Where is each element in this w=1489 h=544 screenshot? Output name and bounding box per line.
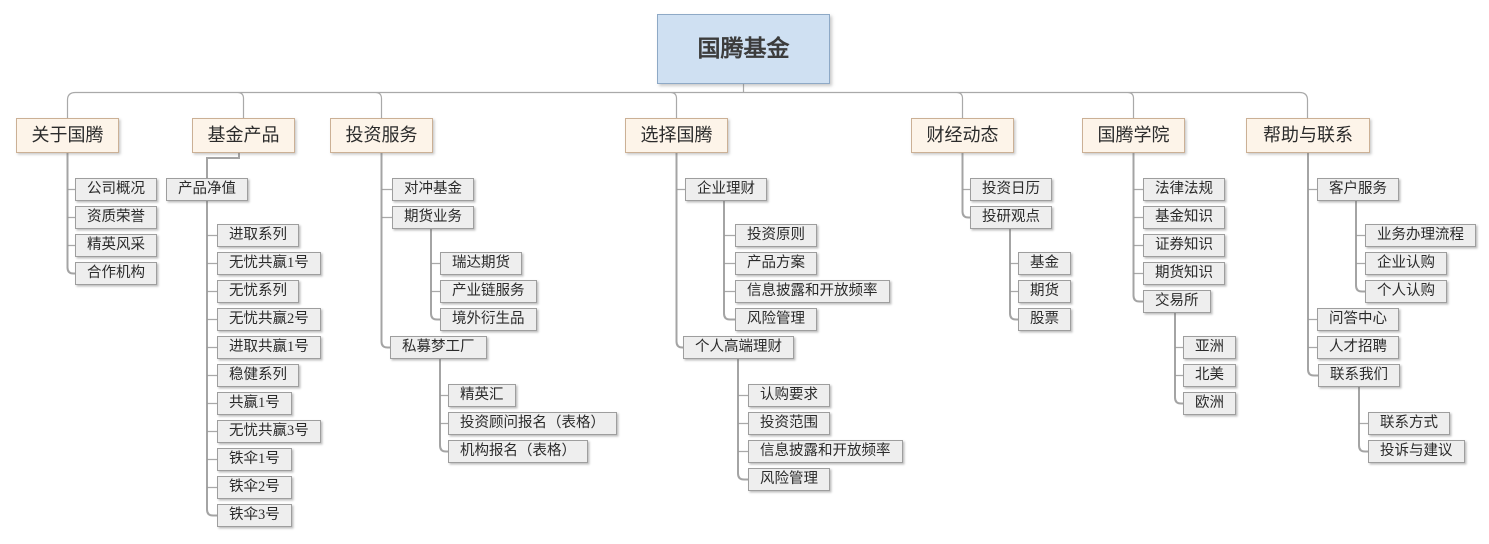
tree-node: 产业链服务: [440, 280, 537, 303]
tree-node: 亚洲: [1183, 336, 1236, 359]
tree-node: 投诉与建议: [1368, 440, 1465, 463]
branch-help: 帮助与联系: [1246, 118, 1370, 153]
tree-node: 境外衍生品: [440, 308, 537, 331]
tree-node-parent: 联系我们: [1318, 364, 1400, 387]
branch-news: 财经动态: [911, 118, 1014, 153]
tree-node: 联系方式: [1368, 412, 1450, 435]
tree-node: 人才招聘: [1317, 336, 1399, 359]
tree-node-parent: 期货业务: [392, 206, 474, 229]
tree-node: 产品方案: [735, 252, 817, 275]
tree-node: 投资原则: [735, 224, 817, 247]
tree-node: 无忧共赢1号: [217, 252, 321, 275]
tree-node: 北美: [1183, 364, 1236, 387]
tree-node-parent: 产品净值: [166, 178, 248, 201]
child-stub-connectors: [67, 188, 1368, 489]
tree-node: 投资日历: [970, 178, 1052, 201]
tree-node: 合作机构: [75, 262, 157, 285]
tree-node: 企业认购: [1365, 252, 1447, 275]
tree-node: 无忧共赢3号: [217, 420, 321, 443]
tree-node: 铁伞1号: [217, 448, 292, 471]
branch-products: 基金产品: [192, 118, 295, 153]
tree-node: 个人认购: [1365, 280, 1447, 303]
branch-why-us: 选择国腾: [625, 118, 728, 153]
root-node: 国腾基金: [657, 14, 830, 84]
tree-node: 精英汇: [448, 384, 516, 407]
tree-node: 期货知识: [1143, 262, 1225, 285]
tree-node: 风险管理: [748, 468, 830, 491]
branch-about: 关于国腾: [16, 118, 119, 153]
tree-node-parent: 交易所: [1143, 290, 1211, 313]
tree-node: 无忧系列: [217, 280, 299, 303]
tree-node: 无忧共赢2号: [217, 308, 321, 331]
tree-node: 业务办理流程: [1365, 224, 1476, 247]
tree-node-parent: 客户服务: [1317, 178, 1399, 201]
tree-node: 信息披露和开放频率: [735, 280, 890, 303]
tree-node-parent: 个人高端理财: [683, 336, 794, 359]
tree-node: 公司概况: [75, 178, 157, 201]
tree-node-parent: 企业理财: [685, 178, 767, 201]
tree-node: 机构报名（表格）: [448, 440, 588, 463]
tree-node: 法律法规: [1143, 178, 1225, 201]
trunk-connector: [66, 84, 1309, 118]
branch-hang-connectors: [66, 153, 1368, 517]
branch-academy: 国腾学院: [1082, 118, 1185, 153]
tree-node: 稳健系列: [217, 364, 299, 387]
tree-node: 进取共赢1号: [217, 336, 321, 359]
tree-node: 投资顾问报名（表格）: [448, 412, 617, 435]
tree-node: 铁伞3号: [217, 504, 292, 527]
tree-node: 问答中心: [1317, 308, 1399, 331]
tree-node: 信息披露和开放频率: [748, 440, 903, 463]
tree-node: 基金: [1018, 252, 1071, 275]
tree-node: 期货: [1018, 280, 1071, 303]
tree-node: 认购要求: [748, 384, 830, 407]
tree-node: 精英风采: [75, 234, 157, 257]
tree-node: 铁伞2号: [217, 476, 292, 499]
tree-node: 风险管理: [735, 308, 817, 331]
tree-node: 对冲基金: [392, 178, 474, 201]
tree-node: 瑞达期货: [440, 252, 522, 275]
tree-node: 进取系列: [217, 224, 299, 247]
tree-node: 投资范围: [748, 412, 830, 435]
tree-node: 基金知识: [1143, 206, 1225, 229]
tree-node: 欧洲: [1183, 392, 1236, 415]
tree-node: 股票: [1018, 308, 1071, 331]
tree-node: 资质荣誉: [75, 206, 157, 229]
tree-node: 共赢1号: [217, 392, 292, 415]
tree-node-parent: 私募梦工厂: [390, 336, 487, 359]
tree-node: 证券知识: [1143, 234, 1225, 257]
tree-node-parent: 投研观点: [970, 206, 1052, 229]
branch-services: 投资服务: [330, 118, 433, 153]
